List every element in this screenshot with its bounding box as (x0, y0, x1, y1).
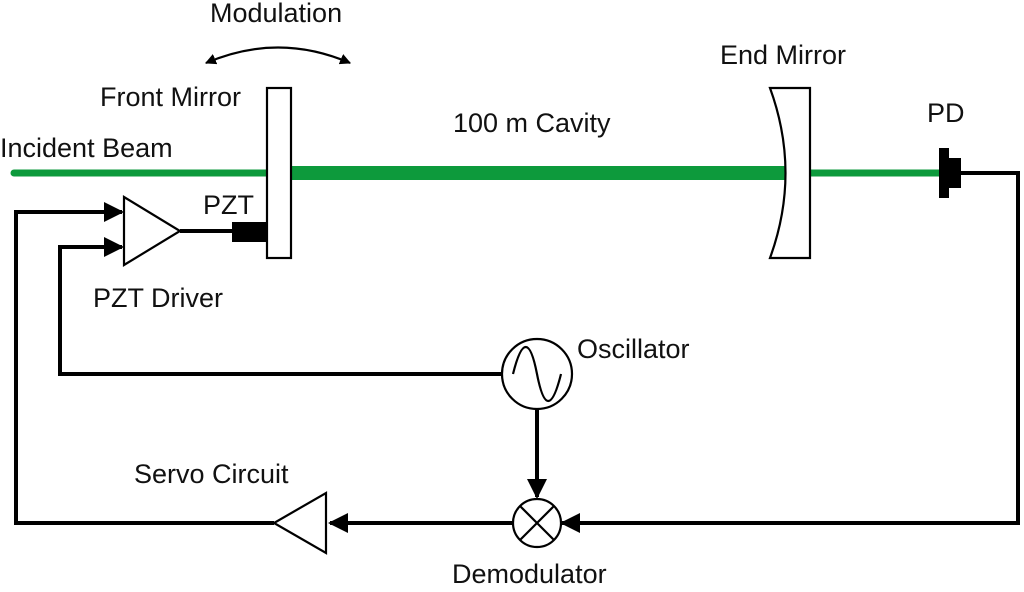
modulation-arrow (204, 46, 352, 65)
incident-beam-label: Incident Beam (0, 133, 173, 163)
servo-circuit-label: Servo Circuit (134, 459, 289, 489)
pd-label: PD (927, 98, 965, 128)
front-mirror (265, 86, 293, 260)
demodulator-label: Demodulator (452, 559, 607, 587)
pzt-driver-label: PZT Driver (93, 283, 223, 313)
pzt-label: PZT (203, 190, 254, 220)
pzt-actuator (232, 222, 267, 242)
oscillator-label: Oscillator (577, 334, 690, 364)
sine-wave-icon (500, 337, 574, 411)
end-mirror (768, 86, 812, 260)
oscillator-to-driver-line (58, 237, 502, 376)
photodiode-icon (939, 148, 961, 198)
modulation-label: Modulation (210, 0, 342, 28)
end-mirror-label: End Mirror (720, 40, 846, 70)
servo-to-driver-line (14, 202, 274, 525)
front-mirror-label: Front Mirror (100, 82, 241, 112)
cavity-label: 100 m Cavity (453, 108, 611, 138)
mixer-x-icon (511, 497, 563, 549)
pd-signal-line (560, 171, 1020, 533)
pzt-driver-amplifier (122, 195, 183, 267)
servo-circuit-amplifier (271, 491, 328, 555)
